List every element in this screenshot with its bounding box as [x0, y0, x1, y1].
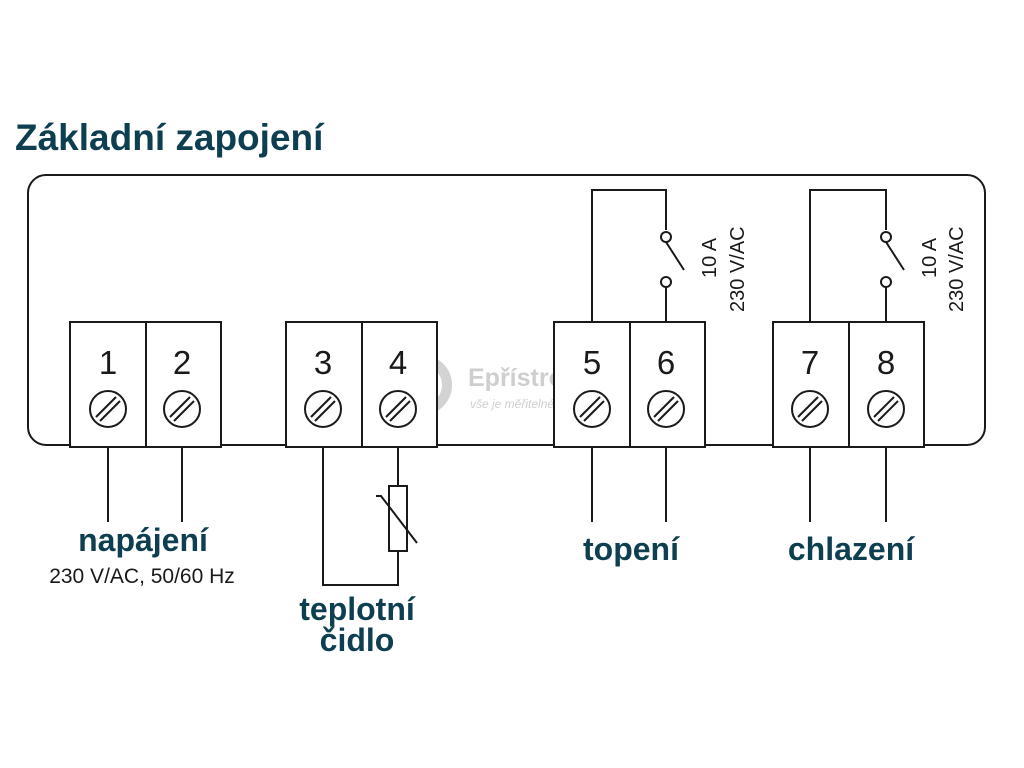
terminal-2-number: 2 [173, 344, 191, 381]
terminal-6-box [629, 321, 706, 448]
terminal-1-number: 1 [99, 344, 117, 381]
terminal-7-number: 7 [801, 344, 819, 381]
cooling-rating-voltage: 230 V/AC [946, 226, 968, 312]
power-wires [107, 447, 183, 522]
page-title: Základní zapojení [15, 117, 325, 158]
terminal-5-box [553, 321, 631, 448]
terminal-4-screw-icon [379, 390, 417, 428]
heating-wires [591, 447, 667, 522]
sensor-label-line1: teplotní [299, 591, 416, 627]
cooling-label: chlazení [788, 531, 915, 567]
terminal-8-box [848, 321, 925, 448]
terminal-8-number: 8 [877, 344, 895, 381]
cooling-relay-contact-icon [809, 189, 905, 322]
terminal-3-number: 3 [314, 344, 332, 381]
sensor-label-line2: čidlo [320, 622, 395, 658]
terminal-1-box [69, 321, 147, 448]
terminal-3-box [285, 321, 363, 448]
terminal-7-box [772, 321, 850, 448]
terminal-5-screw-icon [573, 390, 611, 428]
terminal-6-screw-icon [647, 390, 685, 428]
terminal-3-screw-icon [304, 390, 342, 428]
cooling-wires [809, 447, 887, 522]
power-sublabel: 230 V/AC, 50/60 Hz [49, 565, 235, 588]
terminal-2-screw-icon [163, 390, 201, 428]
heating-label: topení [583, 531, 680, 567]
terminal-block-cooling [772, 321, 925, 448]
terminal-7-screw-icon [791, 390, 829, 428]
terminal-block-sensor [285, 321, 438, 448]
terminal-2-box [145, 321, 222, 448]
terminal-5-number: 5 [583, 344, 601, 381]
heating-rating-voltage: 230 V/AC [727, 226, 749, 312]
terminal-block-heating [553, 321, 706, 448]
terminal-block-power [69, 321, 222, 448]
cooling-rating-current: 10 A [919, 237, 941, 278]
terminal-8-screw-icon [867, 390, 905, 428]
terminal-6-number: 6 [657, 344, 675, 381]
terminal-1-screw-icon [89, 390, 127, 428]
terminal-4-box [361, 321, 438, 448]
watermark-tagline: vše je měřitelné [470, 397, 554, 411]
terminal-4-number: 4 [389, 344, 407, 381]
device-housing [27, 174, 986, 446]
heating-relay-contact-icon [591, 189, 685, 322]
power-label: napájení [78, 522, 209, 558]
thermistor-icon [322, 447, 418, 586]
heating-rating-current: 10 A [699, 237, 721, 278]
